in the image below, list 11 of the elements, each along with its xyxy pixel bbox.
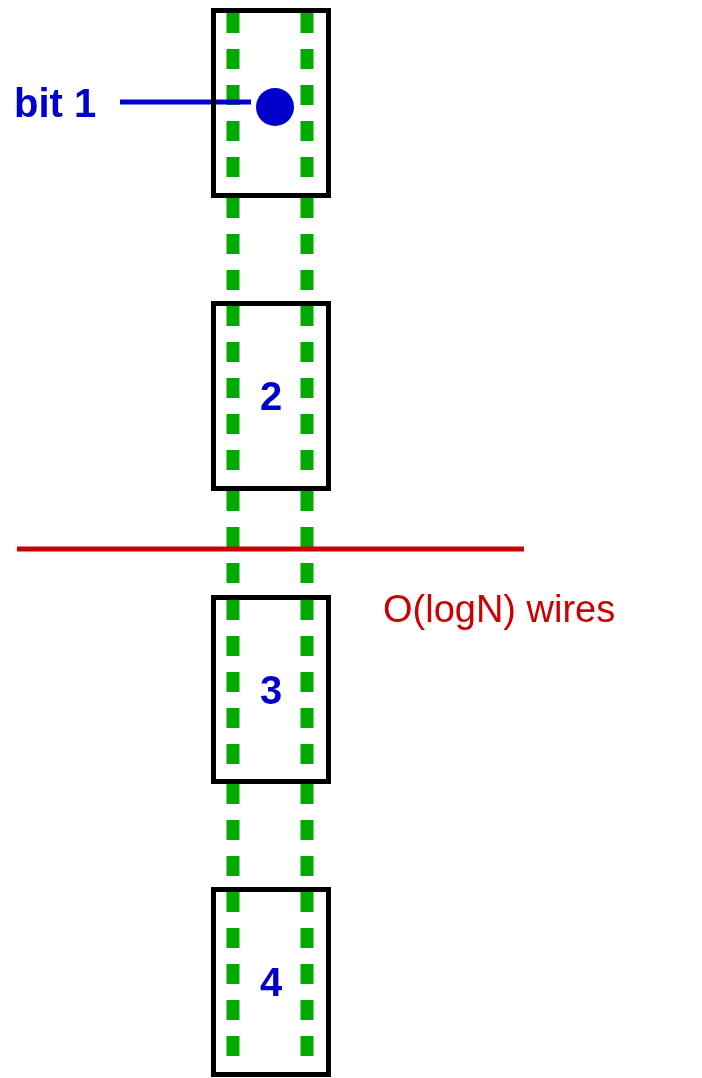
cut-label: O(logN) wires [383, 587, 616, 632]
dot [256, 88, 294, 126]
leader-line [120, 99, 251, 105]
bit-label: bit 1 [14, 80, 120, 126]
box [211, 887, 331, 1077]
box [211, 595, 331, 784]
box-number: 4 [259, 962, 283, 1002]
box [211, 301, 331, 491]
box-number: 3 [259, 669, 283, 710]
box-number: 2 [259, 376, 283, 416]
box [211, 8, 331, 198]
